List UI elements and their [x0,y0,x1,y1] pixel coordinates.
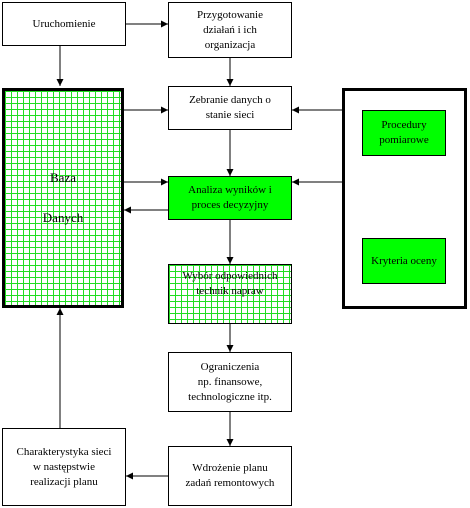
node-charakterystyka: Charakterystyka sieci w następstwie real… [2,428,126,506]
node-kryteria: Kryteria oceny [362,238,446,284]
node-analiza-label: Analiza wyników i proces decyzyjny [188,184,272,211]
node-wybor-label: Wybór odpowiednich technik napraw [182,270,278,297]
node-zebranie: Zebranie danych o stanie sieci [168,86,292,130]
node-charakterystyka-label: Charakterystyka sieci w następstwie real… [16,445,112,488]
node-zebranie-label: Zebranie danych o stanie sieci [189,94,271,121]
node-ograniczenia: Ograniczenia np. finansowe, technologicz… [168,352,292,412]
node-ograniczenia-label: Ograniczenia np. finansowe, technologicz… [188,360,272,403]
node-przygotowanie: Przygotowanie działań i ich organizacja [168,2,292,58]
node-kryteria-label: Kryteria oceny [371,254,437,267]
node-baza-danych: Baza Danych [2,88,124,308]
node-procedury: Procedury pomiarowe [362,110,446,156]
node-wdrozenie: Wdrożenie planu zadań remontowych [168,446,292,506]
node-baza-danych-label: Baza Danych [42,170,84,225]
node-przygotowanie-label: Przygotowanie działań i ich organizacja [197,8,263,51]
node-wdrozenie-label: Wdrożenie planu zadań remontowych [185,462,275,489]
node-procedury-label: Procedury pomiarowe [379,119,429,146]
node-analiza: Analiza wyników i proces decyzyjny [168,176,292,220]
node-wybor: Wybór odpowiednich technik napraw [168,264,292,324]
node-uruchomienie: Uruchomienie [2,2,126,46]
node-uruchomienie-label: Uruchomienie [32,17,96,30]
